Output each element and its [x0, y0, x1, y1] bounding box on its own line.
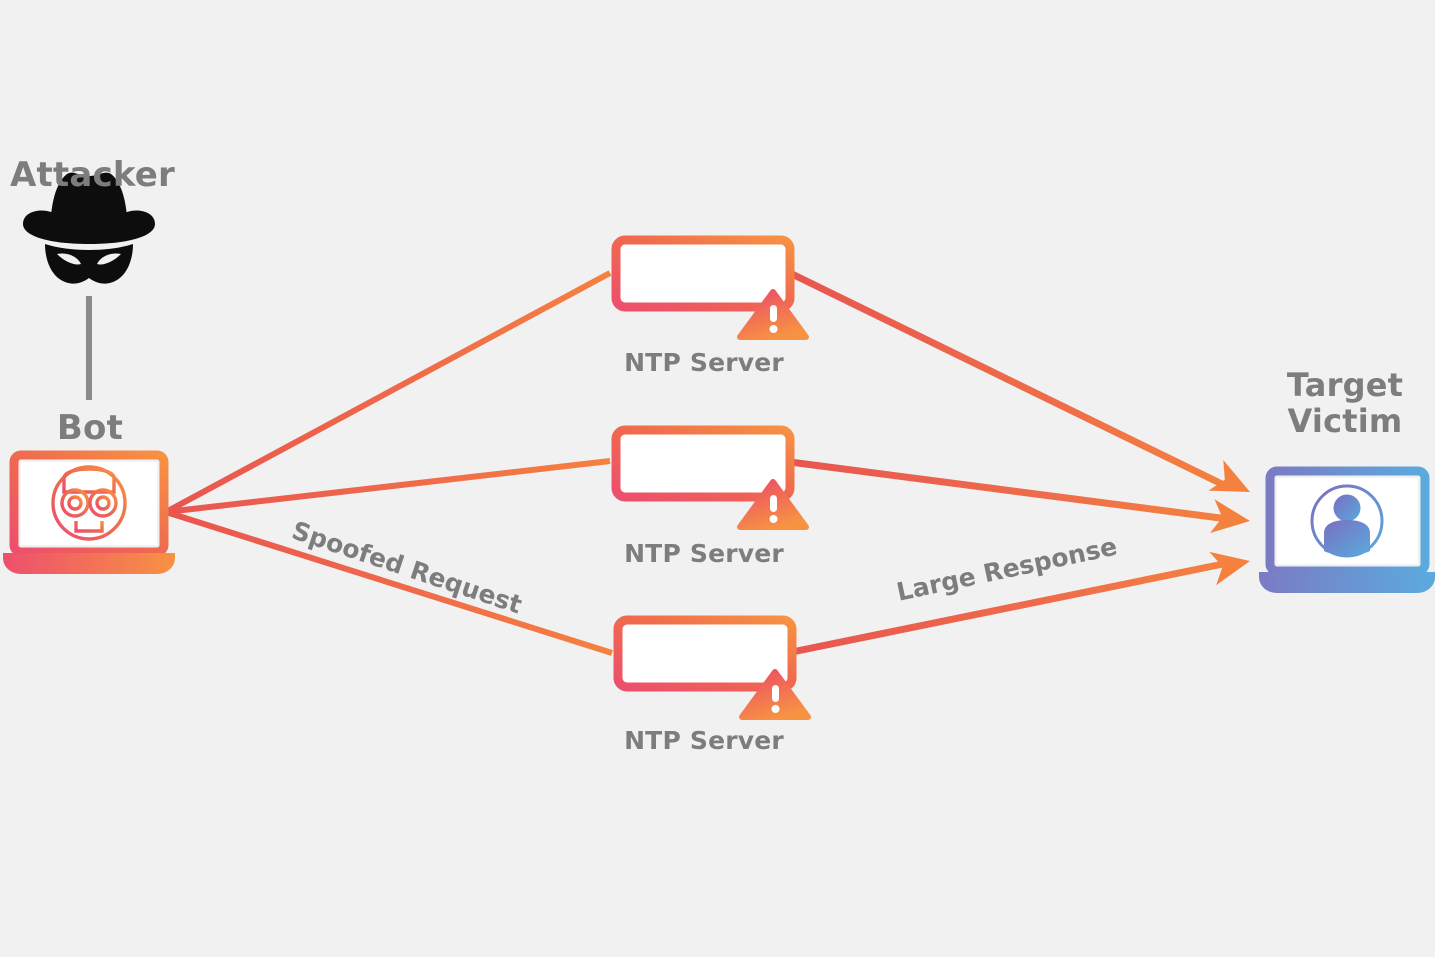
warning-exclamation-dot-2 [769, 515, 778, 523]
arrowhead-icon-3 [1209, 551, 1250, 586]
warning-exclamation-bar-3 [772, 685, 779, 702]
warning-exclamation-bar-1 [770, 305, 777, 322]
ntp-server-box-2 [611, 425, 795, 502]
warning-exclamation-bar-2 [770, 495, 777, 512]
spoofed-request-line-2 [165, 458, 611, 515]
avatar-person-icon [1310, 484, 1384, 558]
victim-laptop-screen-frame [1265, 466, 1430, 576]
large-response-line-3 [791, 559, 1229, 656]
response-arrowheads [1208, 460, 1250, 586]
victim-laptop-base [1259, 572, 1435, 593]
large-response-lines [788, 269, 1230, 656]
arrowhead-icon-2 [1210, 499, 1250, 533]
bot-laptop-base [3, 553, 175, 574]
ntp-server-ticks-2 [639, 448, 757, 478]
spoofed-request-lines [164, 270, 613, 656]
bot-laptop-screen-frame [9, 450, 169, 557]
warning-exclamation-dot-3 [771, 705, 780, 713]
ntp-server-box-3 [613, 615, 797, 692]
spoofed-request-line-3 [165, 509, 613, 656]
robot-face-icon [51, 465, 127, 541]
arrowhead-icon-1 [1208, 460, 1250, 492]
black-hat-mask-icon [23, 172, 155, 284]
ntp-server-icon-1 [611, 235, 809, 340]
large-response-line-1 [788, 269, 1230, 491]
ntp-server-ticks-3 [641, 638, 759, 668]
ntp-server-icon-2 [611, 425, 809, 530]
victim-laptop-icon [1259, 466, 1435, 593]
spoofed-request-line-1 [164, 270, 612, 515]
warning-exclamation-dot-1 [769, 325, 778, 333]
ntp-server-ticks-1 [639, 258, 757, 288]
ntp-server-box-1 [611, 235, 795, 312]
bot-laptop-icon [3, 450, 175, 574]
ntp-server-icon-3 [613, 615, 811, 720]
large-response-line-2 [789, 458, 1229, 523]
